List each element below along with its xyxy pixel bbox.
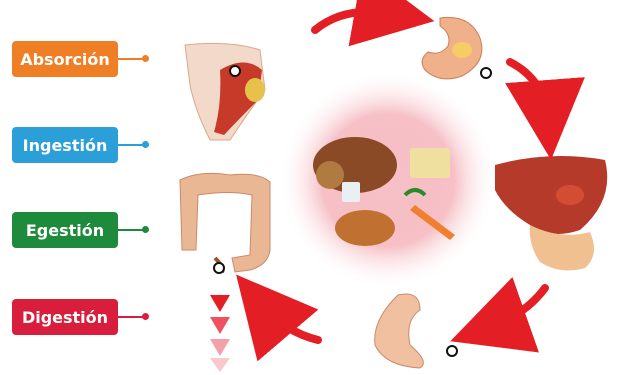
label-egestion[interactable]: Egestión (12, 212, 118, 248)
label-ingestion-connector (118, 144, 145, 146)
center-glow (278, 70, 498, 290)
arrow-mouth-to-stomach (315, 12, 395, 30)
label-absorcion-dot (142, 55, 149, 62)
drop-target-colon[interactable] (213, 262, 225, 274)
arrow-intestine-to-colon (262, 305, 318, 340)
label-digestion-dot (142, 313, 149, 320)
liver-pancreas-icon (495, 156, 607, 270)
cycle-arrows (262, 12, 548, 340)
label-digestion[interactable]: Digestión (12, 299, 118, 335)
label-absorcion-connector (118, 58, 145, 60)
mouth-esophagus-icon (185, 43, 265, 140)
stomach-icon (422, 17, 482, 78)
small-intestine-icon (375, 294, 424, 368)
label-egestion-connector (118, 229, 145, 231)
large-intestine-icon (180, 173, 270, 272)
arrow-stomach-to-liver (510, 62, 548, 120)
drop-target-stomach[interactable] (480, 67, 492, 79)
label-ingestion-dot (142, 141, 149, 148)
label-ingestion[interactable]: Ingestión (12, 127, 118, 163)
label-digestion-connector (118, 316, 145, 318)
drop-target-mouth[interactable] (229, 65, 241, 77)
label-absorcion[interactable]: Absorción (12, 41, 118, 77)
drop-target-small-intestine[interactable] (446, 345, 458, 357)
food-plate-icon (313, 137, 455, 246)
egestion-arrows (210, 295, 230, 372)
label-egestion-dot (142, 226, 149, 233)
arrow-liver-to-intestine (488, 288, 545, 328)
